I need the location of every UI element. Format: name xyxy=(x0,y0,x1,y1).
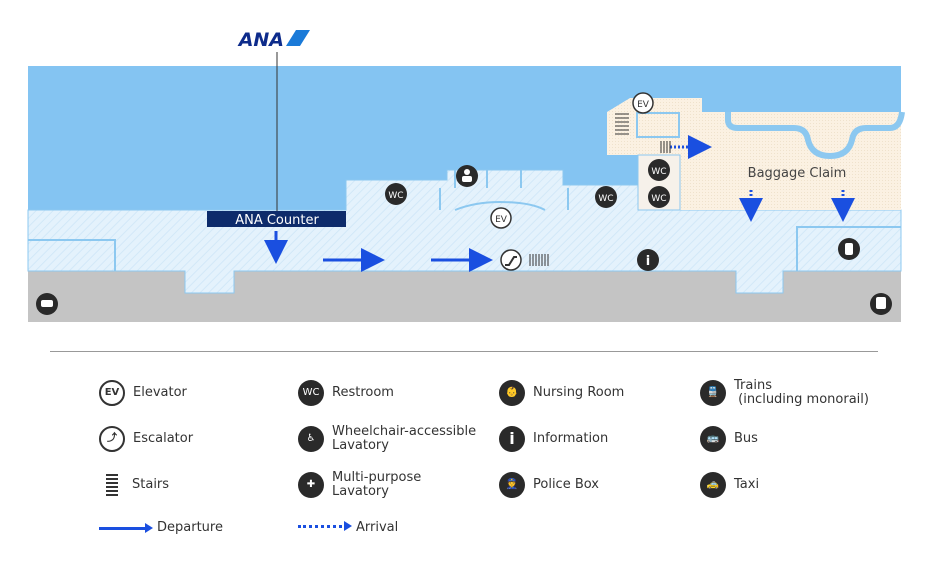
restroom-icon: WC xyxy=(385,183,407,205)
legend-label: Departure xyxy=(157,520,223,535)
bus-icon xyxy=(870,293,892,315)
restroom-icon: WC xyxy=(648,159,670,181)
elevator-icon: EV xyxy=(632,92,654,114)
ana-counter[interactable] xyxy=(207,211,346,227)
svg-text:WC: WC xyxy=(651,194,666,204)
escalator-icon xyxy=(500,249,522,271)
legend-item: 🚌 Bus xyxy=(700,426,758,452)
legend-label: Stairs xyxy=(132,477,170,492)
legend-label: Police Box xyxy=(533,477,599,492)
legend-item: ✚ Multi-purpose Lavatory xyxy=(298,470,422,499)
arrowhead-icon xyxy=(145,522,153,533)
police-box-icon xyxy=(838,238,860,260)
svg-text:EV: EV xyxy=(637,100,650,110)
stairs-icon xyxy=(615,113,629,135)
departure-arrow-icon xyxy=(99,522,153,533)
ana-logo: ANA xyxy=(237,29,284,51)
legend-item: WC Restroom xyxy=(298,380,394,406)
terminal-floor-map: ANA ANA Counter Baggage Claim WC WC WC W… xyxy=(27,29,905,322)
legend-divider xyxy=(50,351,878,352)
multipurpose-lavatory-icon: ✚ xyxy=(298,472,324,498)
legend-label: Information xyxy=(533,431,609,446)
information-icon: i xyxy=(499,426,525,452)
legend-item: ⤴ Escalator xyxy=(99,426,193,452)
arrowhead-icon xyxy=(344,521,352,531)
svg-text:WC: WC xyxy=(598,194,613,204)
taxi-icon xyxy=(36,293,58,315)
svg-text:WC: WC xyxy=(651,167,666,177)
departure-hall xyxy=(27,169,902,294)
police-box-icon: 👮 xyxy=(499,472,525,498)
legend-label: Elevator xyxy=(133,385,187,400)
legend-label: Restroom xyxy=(332,385,394,400)
legend-label: Taxi xyxy=(734,477,760,492)
legend-item: 👶 Nursing Room xyxy=(499,380,624,406)
legend-item: 👮 Police Box xyxy=(499,472,599,498)
legend-item: Departure xyxy=(99,515,223,541)
restroom-icon: WC xyxy=(648,186,670,208)
ana-logo-mark xyxy=(286,30,310,46)
train-icon: 🚆 xyxy=(700,380,726,406)
legend-item: 🚕 Taxi xyxy=(700,472,759,498)
nursing-room-icon xyxy=(456,165,478,187)
wheelchair-icon: ♿ xyxy=(298,426,324,452)
stairs-icon xyxy=(529,141,671,266)
nursing-room-icon: 👶 xyxy=(499,380,525,406)
svg-text:WC: WC xyxy=(388,191,403,201)
legend-label: Trains (including monorail) xyxy=(734,378,869,407)
legend-item: ♿ Wheelchair-accessible Lavatory xyxy=(298,424,477,453)
elevator-icon: EV xyxy=(490,207,512,229)
baggage-claim-label: Baggage Claim xyxy=(748,166,847,181)
wall-lines xyxy=(28,112,901,271)
ana-counter-label: ANA Counter xyxy=(235,213,319,228)
bus-icon: 🚌 xyxy=(700,426,726,452)
legend-item: EV Elevator xyxy=(99,380,187,406)
baggage-carousel xyxy=(725,111,905,160)
svg-text:i: i xyxy=(646,254,650,269)
information-icon: i xyxy=(637,249,659,271)
taxi-icon: 🚕 xyxy=(700,472,726,498)
legend-item: 🚆 Trains (including monorail) xyxy=(700,378,869,407)
restroom-icon: WC xyxy=(595,186,617,208)
svg-text:EV: EV xyxy=(495,215,508,225)
restroom-icon: WC xyxy=(298,380,324,406)
legend-label: Wheelchair-accessible Lavatory xyxy=(332,424,477,453)
arrival-arrow-icon xyxy=(298,521,352,531)
legend-label: Multi-purpose Lavatory xyxy=(332,470,422,499)
legend-item: i Information xyxy=(499,426,608,452)
legend-label: Nursing Room xyxy=(533,385,625,400)
legend-item: Arrival xyxy=(298,515,398,541)
escalator-icon: ⤴ xyxy=(99,426,125,452)
stairs-icon xyxy=(106,474,118,496)
elevator-icon: EV xyxy=(99,380,125,406)
legend-label: Bus xyxy=(734,431,758,446)
legend-label: Arrival xyxy=(356,520,399,535)
legend-item: Stairs xyxy=(99,472,169,498)
legend-label: Escalator xyxy=(133,431,194,446)
